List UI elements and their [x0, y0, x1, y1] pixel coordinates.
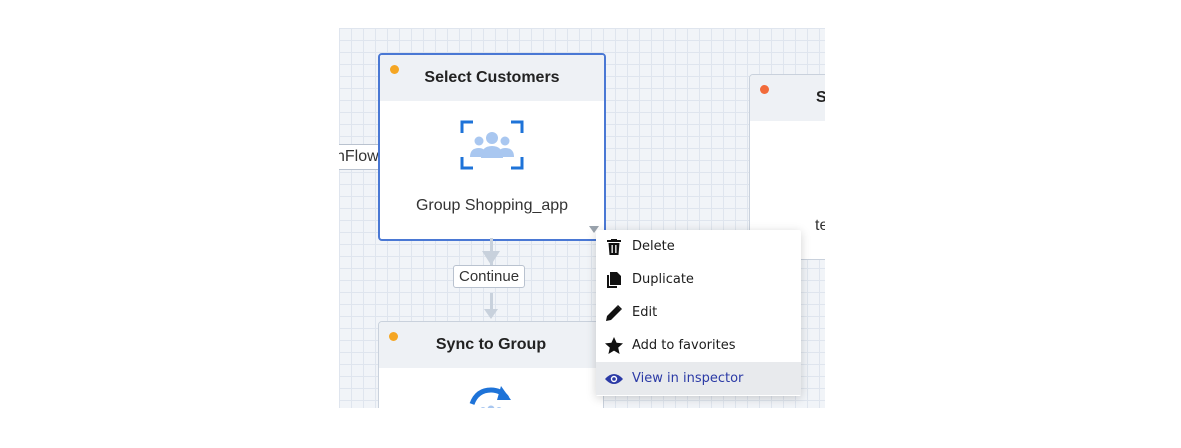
- menu-item-delete[interactable]: Delete: [596, 230, 801, 263]
- node-header: S: [750, 75, 825, 121]
- status-dot: [389, 332, 398, 341]
- node-right-partial[interactable]: S te: [749, 74, 825, 260]
- connector-arrow-lower-icon: [484, 309, 498, 319]
- node-header: Select Customers: [380, 55, 604, 101]
- flow-canvas[interactable]: nFlow Select Customers Group Shopping_ap…: [339, 28, 825, 408]
- node-menu-caret-icon[interactable]: [589, 226, 599, 233]
- node-title: S: [816, 89, 825, 107]
- left-node-label: nFlow: [339, 148, 379, 165]
- connector-label[interactable]: Continue: [453, 265, 526, 288]
- sync-icon: [467, 384, 515, 408]
- menu-item-label: Duplicate: [632, 272, 694, 287]
- node-subtitle: Group Shopping_app: [415, 197, 569, 214]
- node-title: Sync to Group: [435, 336, 547, 353]
- status-dot: [760, 85, 769, 94]
- left-node-partial[interactable]: nFlow: [339, 144, 384, 170]
- menu-item-duplicate[interactable]: Duplicate: [596, 263, 801, 296]
- node-title: Select Customers: [424, 69, 560, 86]
- eye-icon: [596, 373, 632, 385]
- duplicate-icon: [596, 271, 632, 288]
- group-icon: [460, 119, 524, 171]
- menu-item-add-to-favorites[interactable]: Add to favorites: [596, 329, 801, 362]
- status-dot: [390, 65, 399, 74]
- node-sync-to-group[interactable]: Sync to Group: [378, 321, 604, 408]
- node-select-customers[interactable]: Select Customers Group Shopping_app: [378, 53, 606, 241]
- trash-icon: [596, 238, 632, 255]
- menu-item-label: View in inspector: [632, 371, 744, 386]
- menu-item-label: Add to favorites: [632, 338, 736, 353]
- connector-label-text: Continue: [459, 268, 520, 285]
- connector-line-lower: [490, 293, 493, 315]
- node-subtitle: te: [815, 217, 825, 234]
- context-menu: Delete Duplicate Edit Add to favorites V…: [596, 230, 801, 396]
- node-header: Sync to Group: [379, 322, 603, 368]
- menu-item-view-in-inspector[interactable]: View in inspector: [596, 362, 801, 395]
- star-icon: [596, 337, 632, 354]
- menu-item-edit[interactable]: Edit: [596, 296, 801, 329]
- connector-arrow-icon: [482, 251, 500, 265]
- menu-item-label: Delete: [632, 239, 675, 254]
- menu-item-label: Edit: [632, 305, 658, 320]
- pencil-icon: [596, 304, 632, 321]
